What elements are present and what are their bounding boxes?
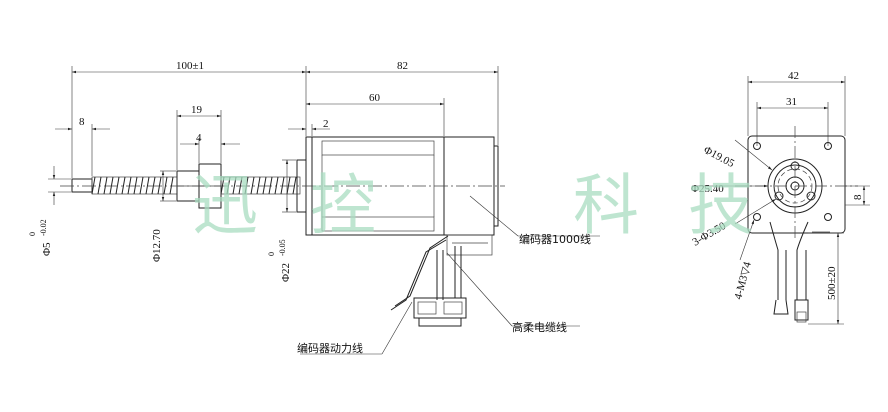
dim-screw-tip: 8 — [79, 116, 85, 128]
watermark: 迅 控 科 技 — [192, 167, 754, 244]
mount-hole — [824, 142, 832, 150]
dia-boss-tol-upper: 0 — [267, 252, 276, 256]
side-view: 100±1 82 60 2 8 19 4 Φ5 0 — [28, 60, 600, 355]
label-encoder-power: 编码器动力线 — [297, 341, 363, 355]
mount-hole — [753, 213, 761, 221]
dim-overall-length: 100±1 — [176, 60, 204, 72]
label-flex-cable: 高柔电缆线 — [512, 320, 567, 334]
nut-hole — [806, 191, 816, 201]
watermark-char: 控 — [310, 167, 376, 244]
dia-nut: Φ12.70 — [151, 229, 163, 262]
dim-nut-flange: 4 — [196, 132, 202, 144]
encoder-housing — [443, 136, 499, 256]
dim-motor-length: 60 — [369, 92, 381, 104]
mount-hole — [753, 142, 761, 150]
dia-screw-tol-lower: -0.02 — [39, 219, 48, 236]
mount-hole — [824, 213, 832, 221]
dim-nut-length: 19 — [191, 104, 203, 116]
dim-hole-spacing: 31 — [786, 96, 797, 108]
watermark-char: 技 — [688, 167, 754, 244]
dia-screw-tol-upper: 0 — [28, 232, 37, 236]
cables — [390, 235, 467, 327]
dia-2540: Φ25.40 — [691, 183, 724, 195]
dim-flange-thickness: 2 — [323, 118, 329, 130]
dim-center-offset: 8 — [852, 194, 864, 200]
end-view-cables — [769, 221, 830, 323]
watermark-char: 科 — [573, 167, 639, 244]
dim-body-length: 82 — [397, 60, 408, 72]
screw-tip — [71, 178, 93, 193]
dia-boss-tol-lower: -0.05 — [278, 239, 287, 256]
watermark-char: 迅 — [192, 167, 258, 244]
label-encoder: 编码器1000线 — [519, 232, 591, 246]
dia-screw: Φ5 — [41, 242, 53, 256]
nut-hole — [774, 191, 784, 201]
dia-m3: 4-M3▽4 — [732, 260, 754, 301]
screw-thread-left — [91, 176, 178, 195]
dim-end-width: 42 — [788, 70, 799, 82]
dia-boss: Φ22 — [280, 263, 292, 282]
end-view-outline — [747, 135, 846, 234]
dim-cable-length: 500±20 — [826, 266, 838, 300]
screw-thread-right — [220, 176, 301, 195]
